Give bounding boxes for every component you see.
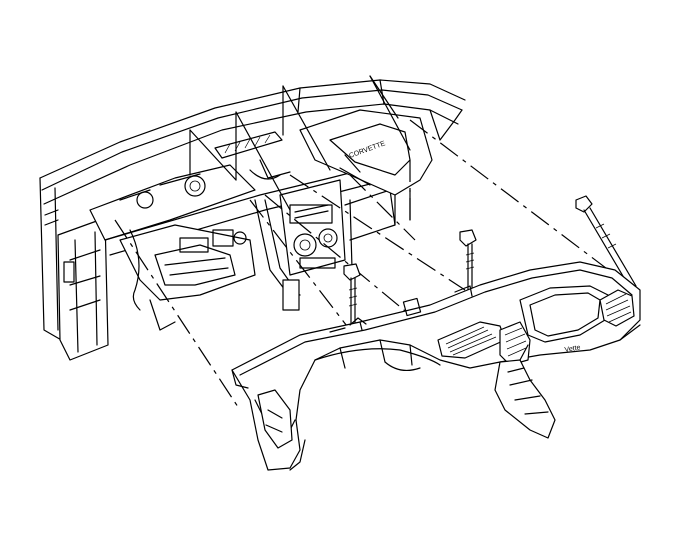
exploded-view-guides: [114, 75, 636, 411]
right-air-vent: [599, 289, 635, 327]
dash-body-structure: CORVETTE: [39, 79, 466, 361]
bolt-right-far: [575, 195, 637, 289]
lower-panel-emblem: Vette: [564, 344, 581, 354]
bolt-center: [343, 263, 361, 331]
bolt-center-right: [459, 229, 477, 291]
instrument-panel-assembly: Vette: [231, 261, 641, 471]
